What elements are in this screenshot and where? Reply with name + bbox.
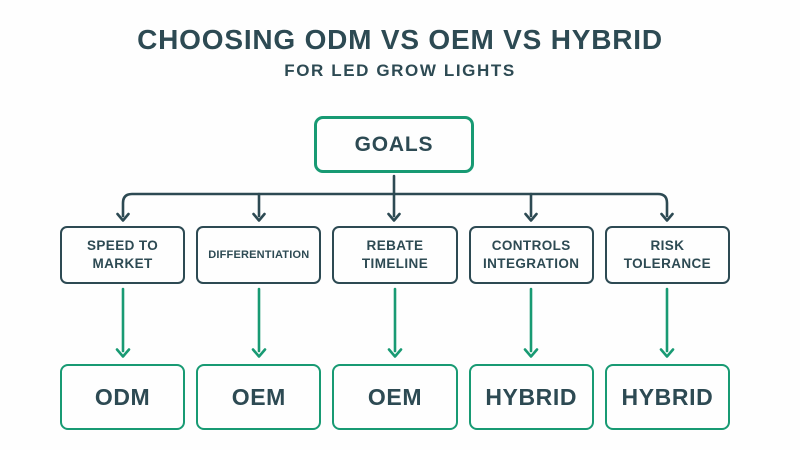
criterion-label: CONTROLS INTEGRATION xyxy=(483,238,580,271)
outcome-label: ODM xyxy=(94,383,151,410)
outcome-label: HYBRID xyxy=(621,383,714,410)
arrowhead-green-4 xyxy=(523,348,539,358)
criterion-node-risk-tolerance: RISK TOLERANCE xyxy=(604,226,731,284)
page-title: CHOOSING ODM VS OEM VS HYBRID xyxy=(137,24,663,55)
arrowhead-dark-5 xyxy=(660,212,674,222)
arrowhead-green-3 xyxy=(387,348,403,358)
criterion-label: SPEED TO MARKET xyxy=(86,238,159,271)
arrowhead-green-2 xyxy=(251,348,267,358)
arrowhead-dark-3 xyxy=(387,212,401,222)
arrowhead-dark-2 xyxy=(252,212,266,222)
arrowhead-green-5 xyxy=(659,348,675,358)
criterion-label: RISK TOLERANCE xyxy=(623,238,712,271)
goals-node: GOALS xyxy=(314,116,474,173)
outcome-label: OEM xyxy=(231,383,286,410)
page-subtitle: FOR LED GROW LIGHTS xyxy=(284,61,516,80)
arrowhead-dark-1 xyxy=(116,212,130,222)
criterion-label: DIFFERENTIATION xyxy=(208,248,310,261)
outcome-label: HYBRID xyxy=(485,383,578,410)
outcome-node-oem-1: OEM xyxy=(196,364,322,430)
arrowhead-dark-4 xyxy=(524,212,538,222)
outcome-node-odm: ODM xyxy=(60,364,186,430)
goals-label: GOALS xyxy=(354,132,434,156)
criterion-node-controls-integration: CONTROLS INTEGRATION xyxy=(468,226,594,284)
criteria-row: SPEED TO MARKET DIFFERENTIATION REBATE T… xyxy=(60,226,731,284)
outcome-node-oem-2: OEM xyxy=(332,364,458,430)
criterion-node-differentiation: DIFFERENTIATION xyxy=(196,226,322,284)
outcome-label: OEM xyxy=(367,383,423,410)
outcome-node-hybrid-1: HYBRID xyxy=(468,364,594,430)
connector-bus-line xyxy=(121,192,669,218)
arrowhead-green-1 xyxy=(115,348,131,358)
criterion-label: REBATE TIMELINE xyxy=(361,238,429,271)
outcome-row: ODM OEM OEM HYBRID HYBRID xyxy=(60,364,731,430)
criterion-node-speed-to-market: SPEED TO MARKET xyxy=(60,226,186,284)
outcome-node-hybrid-2: HYBRID xyxy=(604,364,731,430)
criterion-node-rebate-timeline: REBATE TIMELINE xyxy=(332,226,458,284)
